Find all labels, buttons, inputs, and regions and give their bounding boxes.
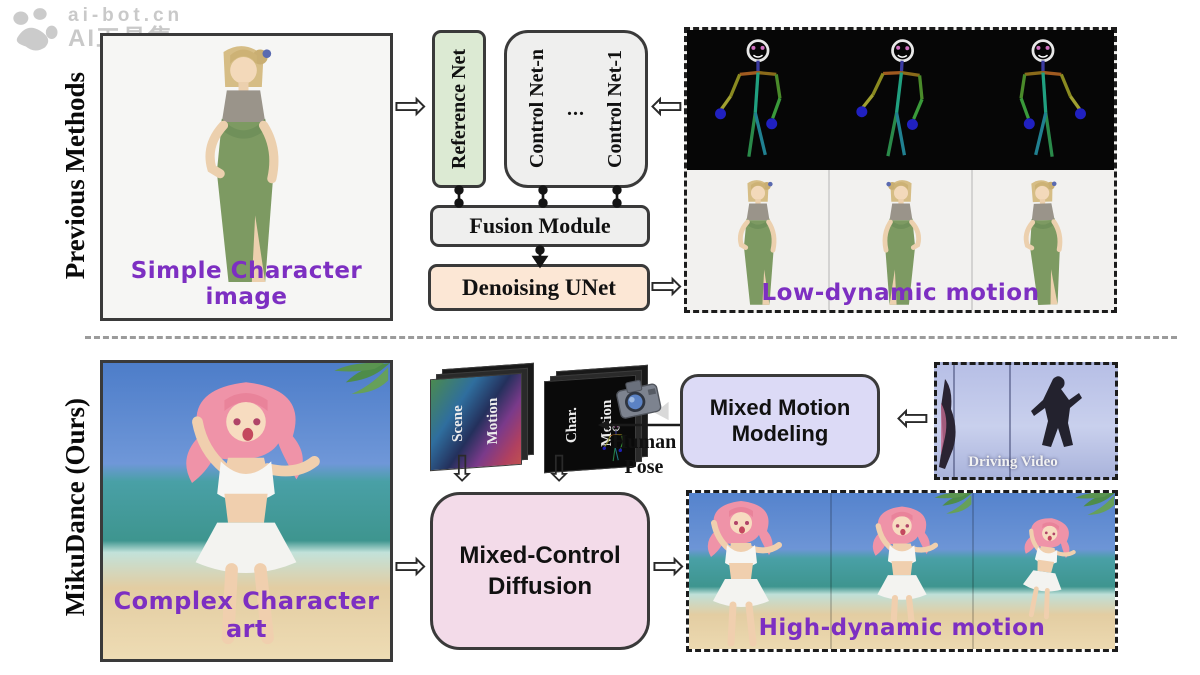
fusion-module-box: Fusion Module xyxy=(430,205,650,247)
arrow-right-icon: ⇨ xyxy=(394,543,428,589)
reference-net-box: Reference Net xyxy=(432,30,486,188)
result-frame xyxy=(828,170,971,310)
driving-video-caption: Driving Video xyxy=(968,454,1058,470)
section-divider xyxy=(85,336,1177,339)
control-net-1-label: Control Net-1 xyxy=(603,50,626,168)
denoising-unet-box: Denoising UNet xyxy=(428,264,650,311)
pose-sequence-strip xyxy=(687,30,1114,170)
pose-skeleton-icon xyxy=(972,30,1114,170)
arrow-right-icon: ⇨ xyxy=(394,83,428,129)
control-nets-box: Control Net-n ... Control Net-1 xyxy=(504,30,648,188)
low-dynamic-frames-strip xyxy=(687,170,1114,310)
result-frame xyxy=(971,170,1114,310)
result-frame xyxy=(829,491,974,649)
left-arrow-line xyxy=(598,419,681,431)
mixed-control-diffusion-box: Mixed-Control Diffusion xyxy=(430,492,650,650)
section-label-previous-methods: Previous Methods xyxy=(59,72,90,280)
dancer-silhouette-icon xyxy=(1031,376,1082,447)
high-dynamic-caption: High-dynamic motion xyxy=(758,615,1046,641)
control-net-n-label: Control Net-n xyxy=(525,49,548,169)
result-frame xyxy=(972,493,1115,649)
high-dynamic-frames-panel: High-dynamic motion xyxy=(686,490,1118,652)
arrow-left-icon: ⇦ xyxy=(650,83,684,129)
complex-character-art-image: Complex Character art xyxy=(100,360,393,662)
simple-character-image: Simple Character image xyxy=(100,33,393,321)
simple-character-caption: Simple Character image xyxy=(130,258,363,310)
previous-output-panel: Low-dynamic motion xyxy=(684,27,1117,313)
arrow-down-icon: ⇩ xyxy=(447,449,478,490)
section-label-mikudance-ours: MikuDance (Ours) xyxy=(59,397,90,617)
green-dress-character-illustration xyxy=(103,42,384,292)
driving-video-panel: Driving Video xyxy=(934,362,1118,480)
arrow-down-icon: ⇩ xyxy=(544,449,575,490)
camera-icon xyxy=(616,379,669,421)
arrow-right-icon: ⇨ xyxy=(652,543,686,589)
pose-skeleton-icon xyxy=(829,30,971,170)
human-pose-label: Human Pose xyxy=(611,431,677,478)
complex-character-caption: Complex Character art xyxy=(113,587,380,643)
arrow-left-icon: ⇦ xyxy=(896,395,930,441)
control-net-ellipsis: ... xyxy=(567,97,585,120)
pose-skeleton-icon xyxy=(687,30,829,170)
palm-leaf-icon xyxy=(908,491,974,531)
mixed-motion-modeling-box: Mixed Motion Modeling xyxy=(680,374,880,468)
arrow-right-icon: ⇨ xyxy=(650,263,684,309)
paw-logo-icon xyxy=(13,8,58,51)
watermark-brand: ai-bot.cn xyxy=(68,5,184,26)
low-dynamic-caption: Low-dynamic motion xyxy=(761,280,1040,306)
palm-leaf-icon xyxy=(1047,491,1117,533)
result-frame xyxy=(689,493,830,649)
dancer-partial-icon xyxy=(939,379,956,469)
